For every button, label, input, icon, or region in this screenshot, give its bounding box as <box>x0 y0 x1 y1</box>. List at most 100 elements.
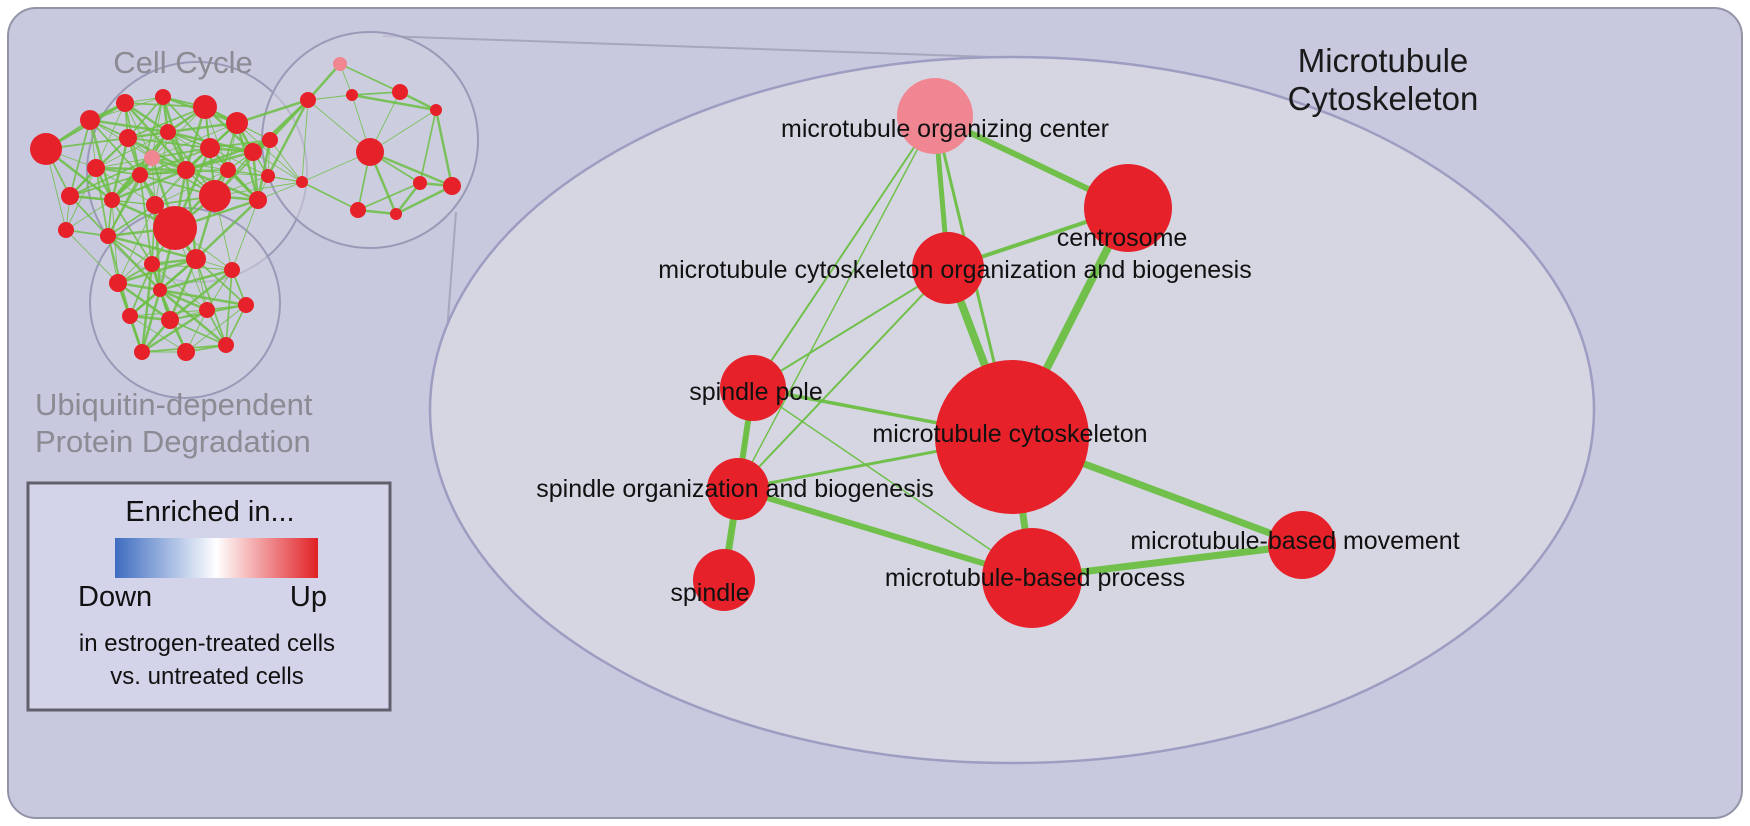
mini-network-node <box>146 196 164 214</box>
mini-network-edge <box>154 169 229 206</box>
mini-network-edge <box>65 199 113 231</box>
legend: Enriched in... Down Up in estrogen-treat… <box>26 481 392 712</box>
mini-network-edge <box>139 147 211 176</box>
mini-network-edge <box>269 139 303 183</box>
mini-network-edge <box>185 150 254 172</box>
mini-network-edge <box>167 121 238 134</box>
node-label-moc: microtubule organizing center <box>781 115 1109 143</box>
zoom-guide-line-top <box>382 35 993 58</box>
mini-network-edge <box>151 122 238 159</box>
mini-network-edge <box>252 99 309 153</box>
mini-network-edge <box>159 268 233 292</box>
mini-network-edge <box>107 235 153 265</box>
node-label-spindle_org: spindle organization and biogenesis <box>536 475 934 503</box>
mini-network-edge <box>107 234 197 261</box>
mini-network-node <box>30 133 62 165</box>
mini-network-edge <box>195 199 259 260</box>
mini-network-node <box>262 132 278 148</box>
mini-network-node <box>346 89 358 101</box>
cluster-label-microtubule-line2: Cytoskeleton <box>1288 80 1479 117</box>
mini-network-node <box>119 129 137 147</box>
mini-network-node <box>249 191 267 209</box>
legend-down-label: Down <box>78 581 152 613</box>
mini-network-edge <box>151 106 206 159</box>
mini-network-node <box>333 57 347 71</box>
mini-network-edge <box>159 289 227 346</box>
edge-spindle_pole-mbp <box>752 387 1033 579</box>
mini-network-edge <box>127 137 211 149</box>
legend-gradient-bar <box>115 538 318 578</box>
mini-network-node <box>300 92 316 108</box>
mini-network-node <box>58 222 74 238</box>
mini-network-edge <box>252 151 303 183</box>
mini-network-edge <box>69 174 141 197</box>
mini-network-node <box>161 311 179 329</box>
mini-network-edge <box>168 258 198 321</box>
mini-network-node <box>356 138 384 166</box>
node-moc <box>897 78 973 154</box>
mini-network-node <box>80 110 100 130</box>
mini-network-edge <box>140 263 154 353</box>
mini-network-edge <box>231 199 259 271</box>
mini-network-node <box>153 283 167 297</box>
mini-network-node <box>132 167 148 183</box>
mini-network-edge <box>111 168 187 202</box>
mini-network-edge <box>141 308 208 354</box>
mini-network-node <box>392 84 408 100</box>
node-centrosome <box>1084 164 1172 252</box>
mini-network-edge <box>140 289 162 353</box>
mini-network-node <box>193 95 217 119</box>
mini-network-edge <box>65 229 119 284</box>
mini-network-node <box>261 169 275 183</box>
mini-network-edge <box>369 150 453 188</box>
legend-caption-line1: in estrogen-treated cells <box>79 630 335 657</box>
node-spindle_pole <box>720 355 786 421</box>
mini-network-node <box>224 262 240 278</box>
mini-network-node <box>109 274 127 292</box>
mini-network-node <box>116 94 134 112</box>
mini-network-node <box>200 138 220 158</box>
cluster-label-cell-cycle: Cell Cycle <box>113 45 253 80</box>
mini-network-edge <box>151 263 208 311</box>
mini-network-edge <box>235 122 260 201</box>
mini-network-node <box>238 297 254 313</box>
mini-network-edge <box>209 139 271 149</box>
mini-network-node <box>144 150 160 166</box>
mini-network-edge <box>127 106 206 139</box>
mini-network-edge <box>95 102 126 169</box>
mini-network-edge <box>65 167 97 231</box>
legend-up-label: Up <box>290 581 327 613</box>
node-label-mcob: microtubule cytoskeleton organization an… <box>658 256 1251 284</box>
edge-mcob-spindle_pole <box>752 267 949 389</box>
legend-caption-line2: vs. untreated cells <box>110 663 303 690</box>
cluster-label-ubiquitin-line2: Protein Degradation <box>35 424 311 459</box>
mini-network-edge <box>266 99 310 177</box>
legend-box <box>26 481 392 712</box>
mini-network-node <box>226 112 248 134</box>
mini-network-edge <box>339 63 401 93</box>
mini-network-edge <box>89 119 141 176</box>
legend-title: Enriched in... <box>125 496 294 528</box>
node-mbm <box>1268 511 1336 579</box>
mini-network-edge <box>69 119 91 197</box>
mini-network-edge <box>107 235 161 291</box>
mini-network-node <box>155 89 171 105</box>
edge-mcob-spindle_org <box>737 267 949 490</box>
node-label-mbp: microtubule-based process <box>885 564 1185 592</box>
cluster-label-ubiquitin-line1: Ubiquitin-dependent <box>35 387 313 422</box>
mini-network-node <box>144 256 160 272</box>
mini-network-node <box>296 176 308 188</box>
mini-network-edge <box>434 109 454 187</box>
edge-moc-spindle_pole <box>752 115 936 389</box>
mini-network-edge <box>159 288 247 307</box>
mini-network-edge <box>139 174 153 265</box>
mini-network-edge <box>195 258 227 346</box>
node-spindle_org <box>707 458 769 520</box>
mini-network-node <box>104 192 120 208</box>
mini-network-edge <box>167 131 229 171</box>
main-network-group: microtubule organizing centercentrosomem… <box>536 78 1460 628</box>
mini-network-node <box>218 337 234 353</box>
node-label-spindle_pole: spindle pole <box>689 378 822 406</box>
mini-network-node <box>177 343 195 361</box>
